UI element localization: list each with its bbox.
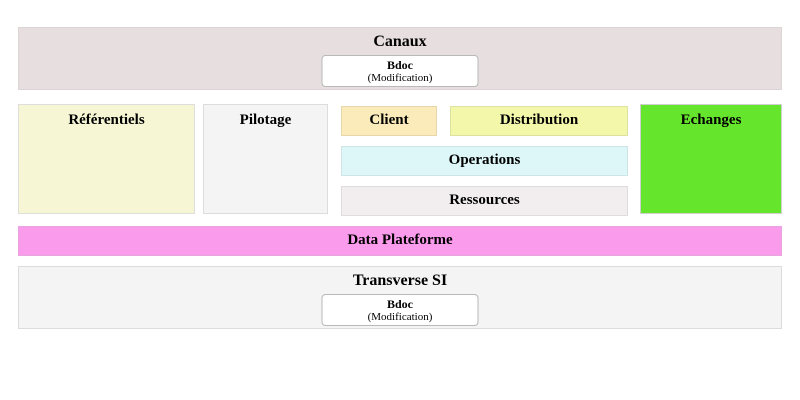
band-data-plateforme-label: Data Plateforme <box>347 232 453 248</box>
block-client-label: Client <box>369 112 409 128</box>
transverse-si-bdoc-name: Bdoc <box>386 297 413 311</box>
canaux-bdoc-card[interactable]: Bdoc (Modification) <box>321 55 479 87</box>
canaux-bdoc-status: (Modification) <box>367 72 433 84</box>
transverse-si-bdoc-card[interactable]: Bdoc (Modification) <box>321 294 479 326</box>
column-referentiels[interactable]: Référentiels <box>18 104 195 214</box>
block-client[interactable]: Client <box>341 106 437 136</box>
column-referentiels-label: Référentiels <box>68 112 145 128</box>
column-echanges-label: Echanges <box>680 112 742 128</box>
transverse-si-bdoc-status: (Modification) <box>367 311 433 323</box>
column-echanges[interactable]: Echanges <box>640 104 782 214</box>
band-transverse-si-label: Transverse SI <box>352 272 448 289</box>
band-canaux[interactable]: Canaux Bdoc (Modification) <box>18 27 782 90</box>
block-ressources-label: Ressources <box>449 192 520 208</box>
canaux-bdoc-name: Bdoc <box>386 58 413 72</box>
block-distribution-label: Distribution <box>499 112 579 128</box>
band-transverse-si[interactable]: Transverse SI Bdoc (Modification) <box>18 266 782 329</box>
band-canaux-label: Canaux <box>373 33 427 50</box>
block-distribution[interactable]: Distribution <box>450 106 628 136</box>
block-operations[interactable]: Operations <box>341 146 628 176</box>
block-ressources[interactable]: Ressources <box>341 186 628 216</box>
block-operations-label: Operations <box>448 152 521 168</box>
column-pilotage-label: Pilotage <box>239 112 292 128</box>
band-data-plateforme[interactable]: Data Plateforme <box>18 226 782 256</box>
column-pilotage[interactable]: Pilotage <box>203 104 328 214</box>
